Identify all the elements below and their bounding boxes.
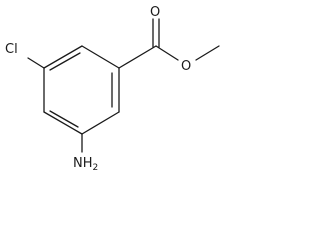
carbonyl-oxygen-label: O: [150, 5, 160, 20]
ring-bond-c2-c3: [81, 111, 120, 135]
chemical-structure: O O Cl NH2: [5, 5, 220, 173]
ester-oxygen-label: O: [181, 59, 191, 74]
ring-double-bond-inner-bottom-left: [49, 110, 79, 128]
ester-oxygen-to-methyl-bond: [195, 45, 220, 61]
carbonyl-to-ester-oxygen-bond: [155, 45, 179, 61]
ring-to-chlorine-bond: [27, 57, 45, 69]
amino-group: NH2: [73, 133, 98, 173]
chlorine-label: Cl: [5, 42, 18, 57]
ring-to-carbonyl-bond: [118, 45, 157, 69]
amino-label-subscript: 2: [93, 163, 99, 173]
ring-bond-c3-c4: [43, 111, 83, 135]
ring-double-bond-inner-top-left: [49, 52, 81, 71]
chloro-group: Cl: [5, 42, 45, 69]
ring-bond-c6-c1: [81, 45, 120, 69]
amino-label: NH2: [73, 156, 98, 173]
methyl-ester-group: O O: [118, 5, 220, 74]
amino-label-main: NH: [73, 156, 93, 171]
ring-bond-c5-c6: [43, 45, 83, 69]
benzene-ring: [43, 45, 120, 135]
